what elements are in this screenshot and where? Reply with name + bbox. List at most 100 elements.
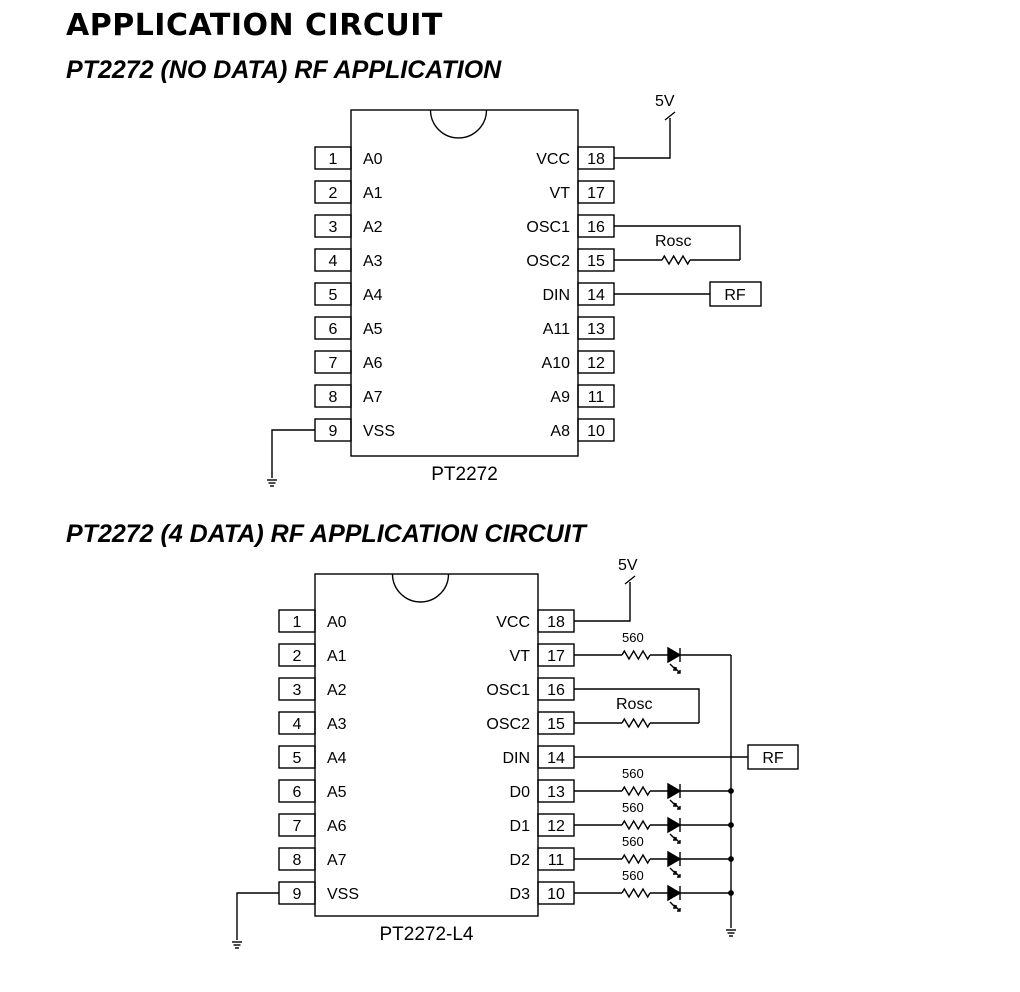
circuit1-pin-box [314,180,352,204]
circuit1-pin-box [577,350,615,374]
circuit1-pin-box [314,350,352,374]
circuit1-chip-label: PT2272 [431,464,498,485]
circuit1-rf-label: RF [724,287,746,304]
page-title: APPLICATION CIRCUIT [66,8,443,43]
circuit1-pin-box [577,316,615,340]
circuit2-pin-number: 12 [547,818,565,835]
led-arrow [673,666,681,674]
circuit2-pin-name: D3 [510,886,531,903]
circuit1-pin-number: 16 [587,219,605,236]
circuit1-pin-number: 7 [329,355,338,372]
circuit2-led-resistor-label: 560 [622,800,644,815]
circuit2-pin-number: 18 [547,614,565,631]
circuit2-pin-number: 4 [293,716,302,733]
circuit2-pin-box [278,643,316,667]
circuit1-pin-name: A11 [543,321,570,338]
circuit2-pin-name: VT [510,648,531,665]
circuit2-pin-number: 17 [547,648,565,665]
circuit2-pin-number: 10 [547,886,565,903]
circuit1-pin-number: 3 [329,219,338,236]
circuit1-pin-name: A5 [363,321,383,338]
circuit2-rosc-label: Rosc [616,696,652,713]
circuit1-pin-box [314,316,352,340]
led-triangle [667,850,682,868]
circuit1-pin-name: VSS [363,423,395,440]
circuit1-pin-name: A9 [550,389,570,406]
circuit2-pin-name: OSC2 [486,716,530,733]
circuit2-supply-tick [624,575,636,585]
circuit1-pin-box [314,248,352,272]
circuit2-led-resistor [621,785,651,797]
circuit1-supply-label: 5V [655,93,675,110]
circuit1-pin-box [577,418,615,442]
circuit1-pin-number: 9 [329,423,338,440]
led-arrow [673,905,677,909]
led-arrow [669,799,677,807]
circuit1-pin-number: 14 [587,287,605,304]
circuit2-pin-name: A3 [327,716,347,733]
circuit1-pin-number: 13 [587,321,605,338]
circuit1-rosc-label: Rosc [655,233,691,250]
led-arrow [677,874,681,878]
circuit1-heading: PT2272 (NO DATA) RF APPLICATION [66,56,502,84]
circuit2-pin-name: D2 [510,852,531,869]
circuit2-led-resistor-label: 560 [622,766,644,781]
circuit1-ground-icon [267,479,277,487]
circuit2-pin-number: 6 [293,784,302,801]
circuit2-pin-box [278,745,316,769]
circuit1-pin-box [577,180,615,204]
circuit1-pin-box [314,282,352,306]
circuit1-pin-number: 17 [587,185,605,202]
circuit2-osc-wire [574,688,700,723]
circuit1-pin-number: 5 [329,287,338,304]
circuit2-led-resistor [621,887,651,899]
circuit2-rf-label: RF [762,750,784,767]
circuit1-pin-number: 4 [329,253,338,270]
circuit2-ground-icon [232,941,242,949]
led-arrow [677,840,681,844]
circuit1-pin-name: A6 [363,355,383,372]
circuit2-rosc-resistor [621,717,651,729]
circuit2-led-resistor-label: 560 [622,868,644,883]
circuit2-pin-number: 13 [547,784,565,801]
circuit2-led-icon [667,782,682,810]
led-arrow [673,836,681,844]
circuit2-pin-number: 7 [293,818,302,835]
led-triangle [667,782,682,800]
circuit1-pin-name: A0 [363,151,383,168]
circuit2-vcc-wire [574,582,631,622]
circuit2-led-resistor-label: 560 [622,630,644,645]
circuit1-pin-name: A7 [363,389,383,406]
led-arrow [673,837,677,841]
circuit2-led-icon [667,850,682,878]
circuit1-pin-number: 12 [587,355,605,372]
circuit1-osc-wire [614,225,741,259]
circuit2-pin-name: D0 [510,784,531,801]
circuit2-pin-number: 3 [293,682,302,699]
circuit2-pin-name: A1 [327,648,347,665]
led-arrow [677,908,681,912]
circuit2-led-resistor [621,649,651,661]
led-arrow [673,870,681,878]
circuit1-pin-box [314,214,352,238]
led-arrow [673,871,677,875]
circuit2-chip-notch [391,573,450,603]
circuit2-pin-name: D1 [510,818,531,835]
circuit2-led-icon [667,816,682,844]
circuit1-pin-number: 11 [588,389,605,406]
circuit2-pin-name: A7 [327,852,347,869]
led-triangle [667,646,682,664]
circuit2-pin-name: A2 [327,682,347,699]
circuit2-pin-number: 8 [293,852,302,869]
circuit2-chip-body [314,573,539,917]
led-triangle [667,884,682,902]
circuit1-pin-name: OSC1 [526,219,570,236]
circuit2-pin-name: A6 [327,818,347,835]
led-arrow [673,904,681,912]
circuit1-pin-name: A4 [363,287,383,304]
circuit2-pin-box [278,813,316,837]
led-arrow [677,670,681,674]
circuit2-pin-number: 16 [547,682,565,699]
circuit2-pin-name: A4 [327,750,347,767]
circuit2-heading: PT2272 (4 DATA) RF APPLICATION CIRCUIT [66,520,586,548]
